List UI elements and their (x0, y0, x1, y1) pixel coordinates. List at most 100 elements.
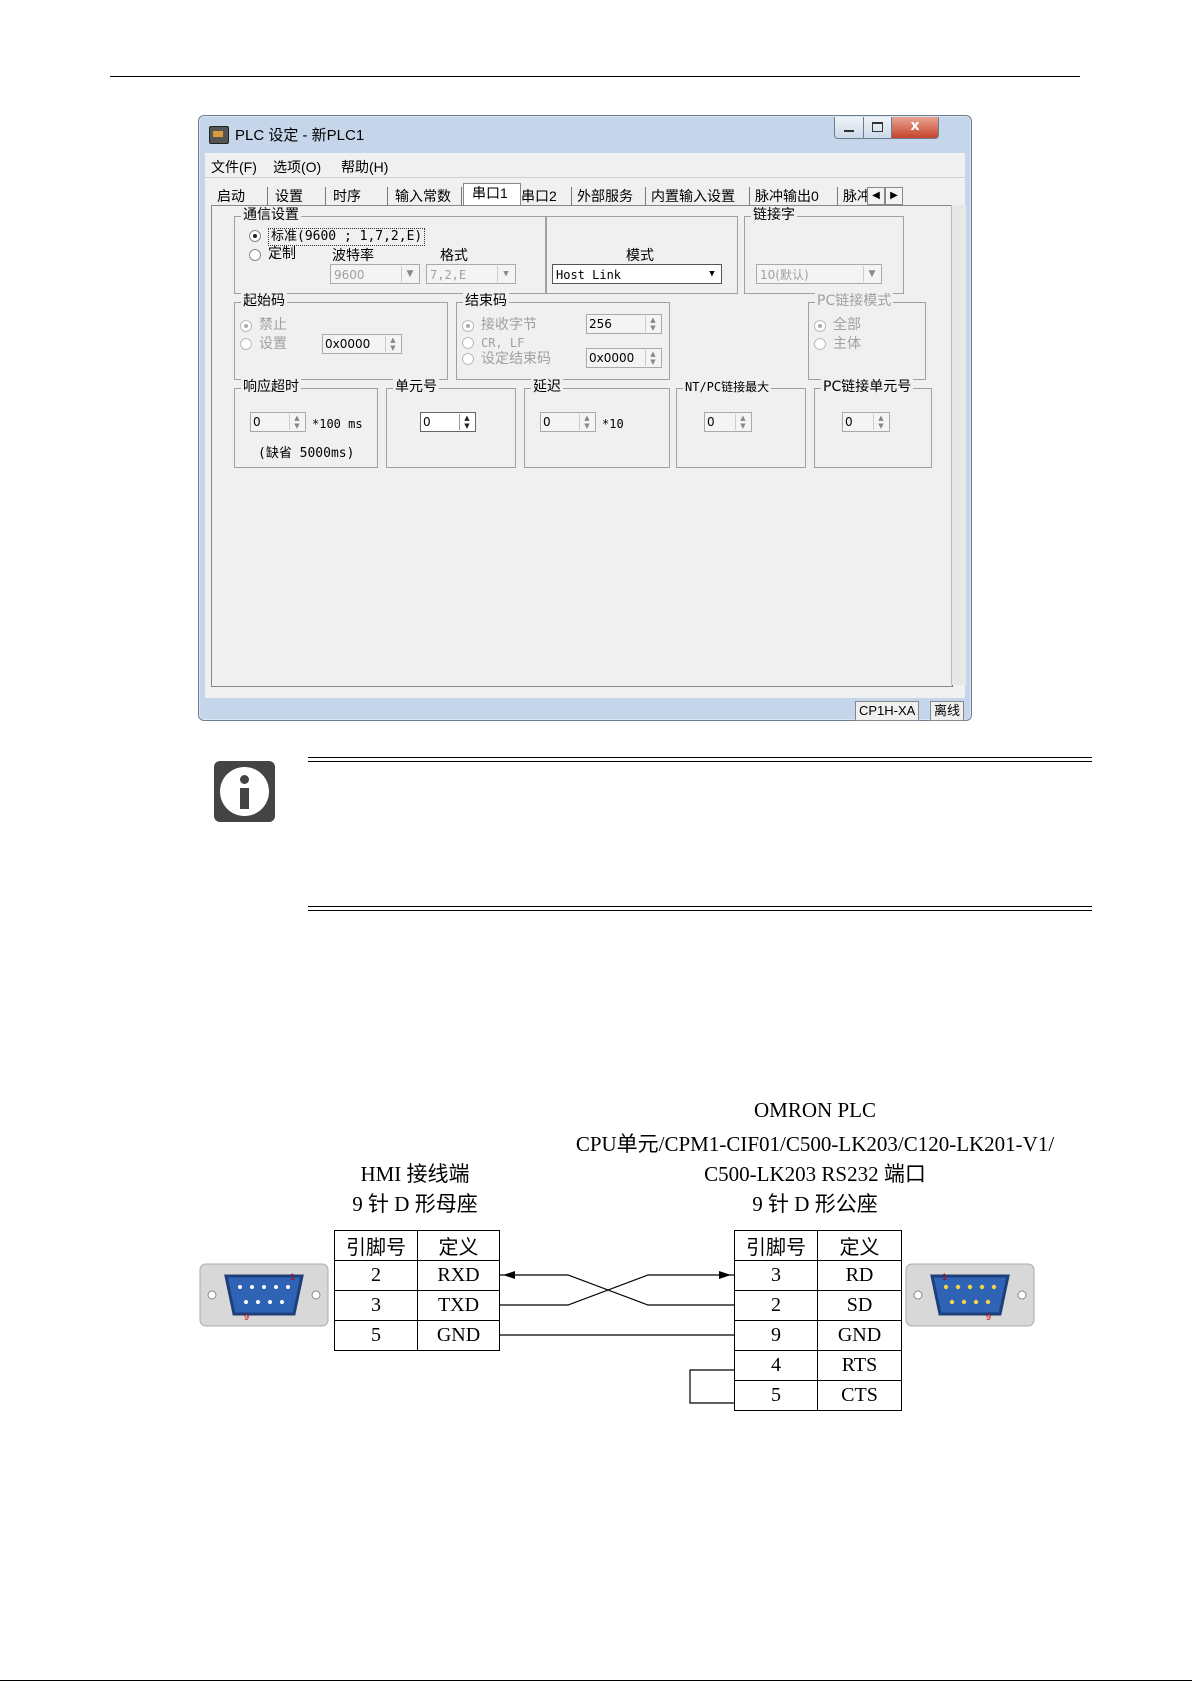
table-header: 定义 (417, 1230, 500, 1261)
format-label: 格式 (440, 248, 468, 264)
tab-serial-port-1[interactable]: 串口1 (463, 183, 521, 206)
tab-scroll-left-icon[interactable]: ◀ (867, 187, 885, 205)
status-model: CP1H-XA (855, 701, 920, 721)
status-bar: CP1H-XA 离线 (205, 701, 965, 721)
pc-link-master-label: 主体 (833, 336, 861, 352)
baud-rate-select[interactable]: 9600▼ (330, 264, 420, 284)
standard-radio[interactable] (249, 230, 261, 242)
crlf-radio[interactable] (462, 337, 474, 349)
tab-pulse[interactable]: 脉冲 (843, 188, 871, 204)
tab-scroll-right-icon[interactable]: ▶ (885, 187, 903, 205)
close-icon: x (910, 118, 920, 134)
note-top-rule (308, 757, 1092, 762)
table-header: 定义 (817, 1230, 902, 1261)
hmi-pin9-label: 9 (244, 1312, 249, 1322)
tab-settings[interactable]: 设置 (271, 187, 326, 205)
menu-file[interactable]: 文件(F) (211, 159, 257, 175)
plc-caption-line4: 9 针 D 形公座 (752, 1192, 878, 1216)
plc-pin9-label: 9 (986, 1312, 991, 1322)
menu-options[interactable]: 选项(O) (273, 159, 322, 175)
tab-startup[interactable]: 启动 (213, 187, 268, 205)
window-title: PLC 设定 - 新PLC1 (235, 127, 365, 144)
start-disable-label: 禁止 (259, 317, 287, 333)
nt-pc-link-max-group: NT/PC链接最大 (676, 379, 806, 468)
plc-caption-line3: C500-LK203 RS232 端口 (704, 1162, 926, 1186)
recv-bytes-label: 接收字节 (481, 317, 537, 333)
format-select[interactable]: 7,2,E▼ (426, 264, 516, 284)
plc-app-icon (209, 126, 229, 144)
chevron-down-icon: ▼ (401, 266, 418, 282)
unit-number-group: 单元号 (386, 379, 516, 468)
spinner-arrows-icon: ▲▼ (735, 414, 750, 430)
note-bottom-rule (308, 906, 1092, 911)
maximize-button[interactable] (863, 117, 892, 139)
hmi-caption-line2: 9 针 D 形母座 (352, 1192, 478, 1216)
vertical-scrollbar[interactable] (951, 205, 966, 685)
comm-settings-group: 通信设置 (234, 207, 546, 294)
hmi-pin1-label: 1 (290, 1272, 295, 1282)
spinner-arrows-icon: ▲▼ (645, 316, 660, 332)
tab-external-service[interactable]: 外部服务 (573, 187, 646, 205)
nt-pc-link-max-label: NT/PC链接最大 (683, 379, 772, 395)
title-bar[interactable]: PLC 设定 - 新PLC1 x (199, 116, 971, 152)
link-word-select[interactable]: 10(默认)▼ (756, 264, 882, 284)
response-timeout-group: 响应超时 (234, 379, 378, 468)
delay-label: 延迟 (531, 379, 563, 395)
unit-number-spinner[interactable]: 0▲▼ (420, 412, 476, 432)
tab-builtin-input[interactable]: 内置输入设置 (647, 187, 750, 205)
delay-group: 延迟 (524, 379, 670, 468)
recv-bytes-spinner[interactable]: 256▲▼ (586, 314, 662, 334)
header-rule (110, 76, 1080, 77)
pc-link-all-radio[interactable] (814, 320, 826, 332)
end-code-spinner[interactable]: 0x0000▲▼ (586, 348, 662, 368)
response-timeout-spinner[interactable]: 0▲▼ (250, 412, 306, 432)
delay-spinner[interactable]: 0▲▼ (540, 412, 596, 432)
custom-radio[interactable] (249, 249, 261, 261)
menu-bar: 文件(F) 选项(O) 帮助(H) (205, 153, 965, 178)
footer-rule (0, 1680, 1192, 1681)
menu-help[interactable]: 帮助(H) (341, 159, 389, 175)
start-code-label: 起始码 (241, 293, 287, 309)
recv-bytes-radio[interactable] (462, 320, 474, 332)
crlf-label: CR, LF (481, 336, 525, 350)
custom-label: 定制 (268, 246, 296, 262)
tab-serial-port-2[interactable]: 串口2 (517, 187, 572, 205)
nt-pc-link-max-spinner[interactable]: 0▲▼ (704, 412, 752, 432)
baud-rate-label: 波特率 (332, 248, 374, 264)
end-code-group: 结束码 (456, 293, 670, 380)
standard-label: 标准(9600 ; 1,7,2,E) (268, 228, 426, 246)
tab-input-constants[interactable]: 输入常数 (391, 187, 462, 205)
pc-link-unit-group: PC链接单元号 (814, 379, 932, 468)
plc-settings-window: PLC 设定 - 新PLC1 x 文件(F) 选项(O) 帮助(H) 启动 设置… (198, 115, 972, 721)
table-header: 引脚号 (734, 1230, 818, 1261)
close-button[interactable]: x (891, 117, 939, 139)
tab-timing[interactable]: 时序 (329, 187, 388, 205)
serial-port-1-panel: 通信设置 标准(9600 ; 1,7,2,E) 定制 波特率 格式 模式 960… (211, 205, 953, 687)
wire-crossover (500, 1274, 734, 1404)
tab-pulse-output-0[interactable]: 脉冲输出0 (751, 187, 838, 205)
spinner-arrows-icon: ▲▼ (289, 414, 304, 430)
plc-pin1-label: 1 (942, 1272, 947, 1282)
pc-link-unit-spinner[interactable]: 0▲▼ (842, 412, 890, 432)
start-disable-radio[interactable] (240, 320, 252, 332)
pc-link-master-radio[interactable] (814, 338, 826, 350)
mode-group (546, 216, 738, 294)
set-end-code-radio[interactable] (462, 353, 474, 365)
pc-link-mode-label: PC链接模式 (815, 293, 894, 309)
response-timeout-label: 响应超时 (241, 379, 301, 395)
mode-select[interactable]: Host Link▼ (552, 264, 722, 284)
minimize-button[interactable] (834, 117, 864, 139)
start-code-spinner[interactable]: 0x0000▲▼ (322, 334, 402, 354)
arrow-to-rd-icon (719, 1271, 731, 1279)
start-set-radio[interactable] (240, 338, 252, 350)
unit-number-label: 单元号 (393, 379, 439, 395)
response-timeout-note: (缺省 5000ms) (258, 446, 355, 461)
hmi-caption-line1: HMI 接线端 (360, 1162, 470, 1186)
